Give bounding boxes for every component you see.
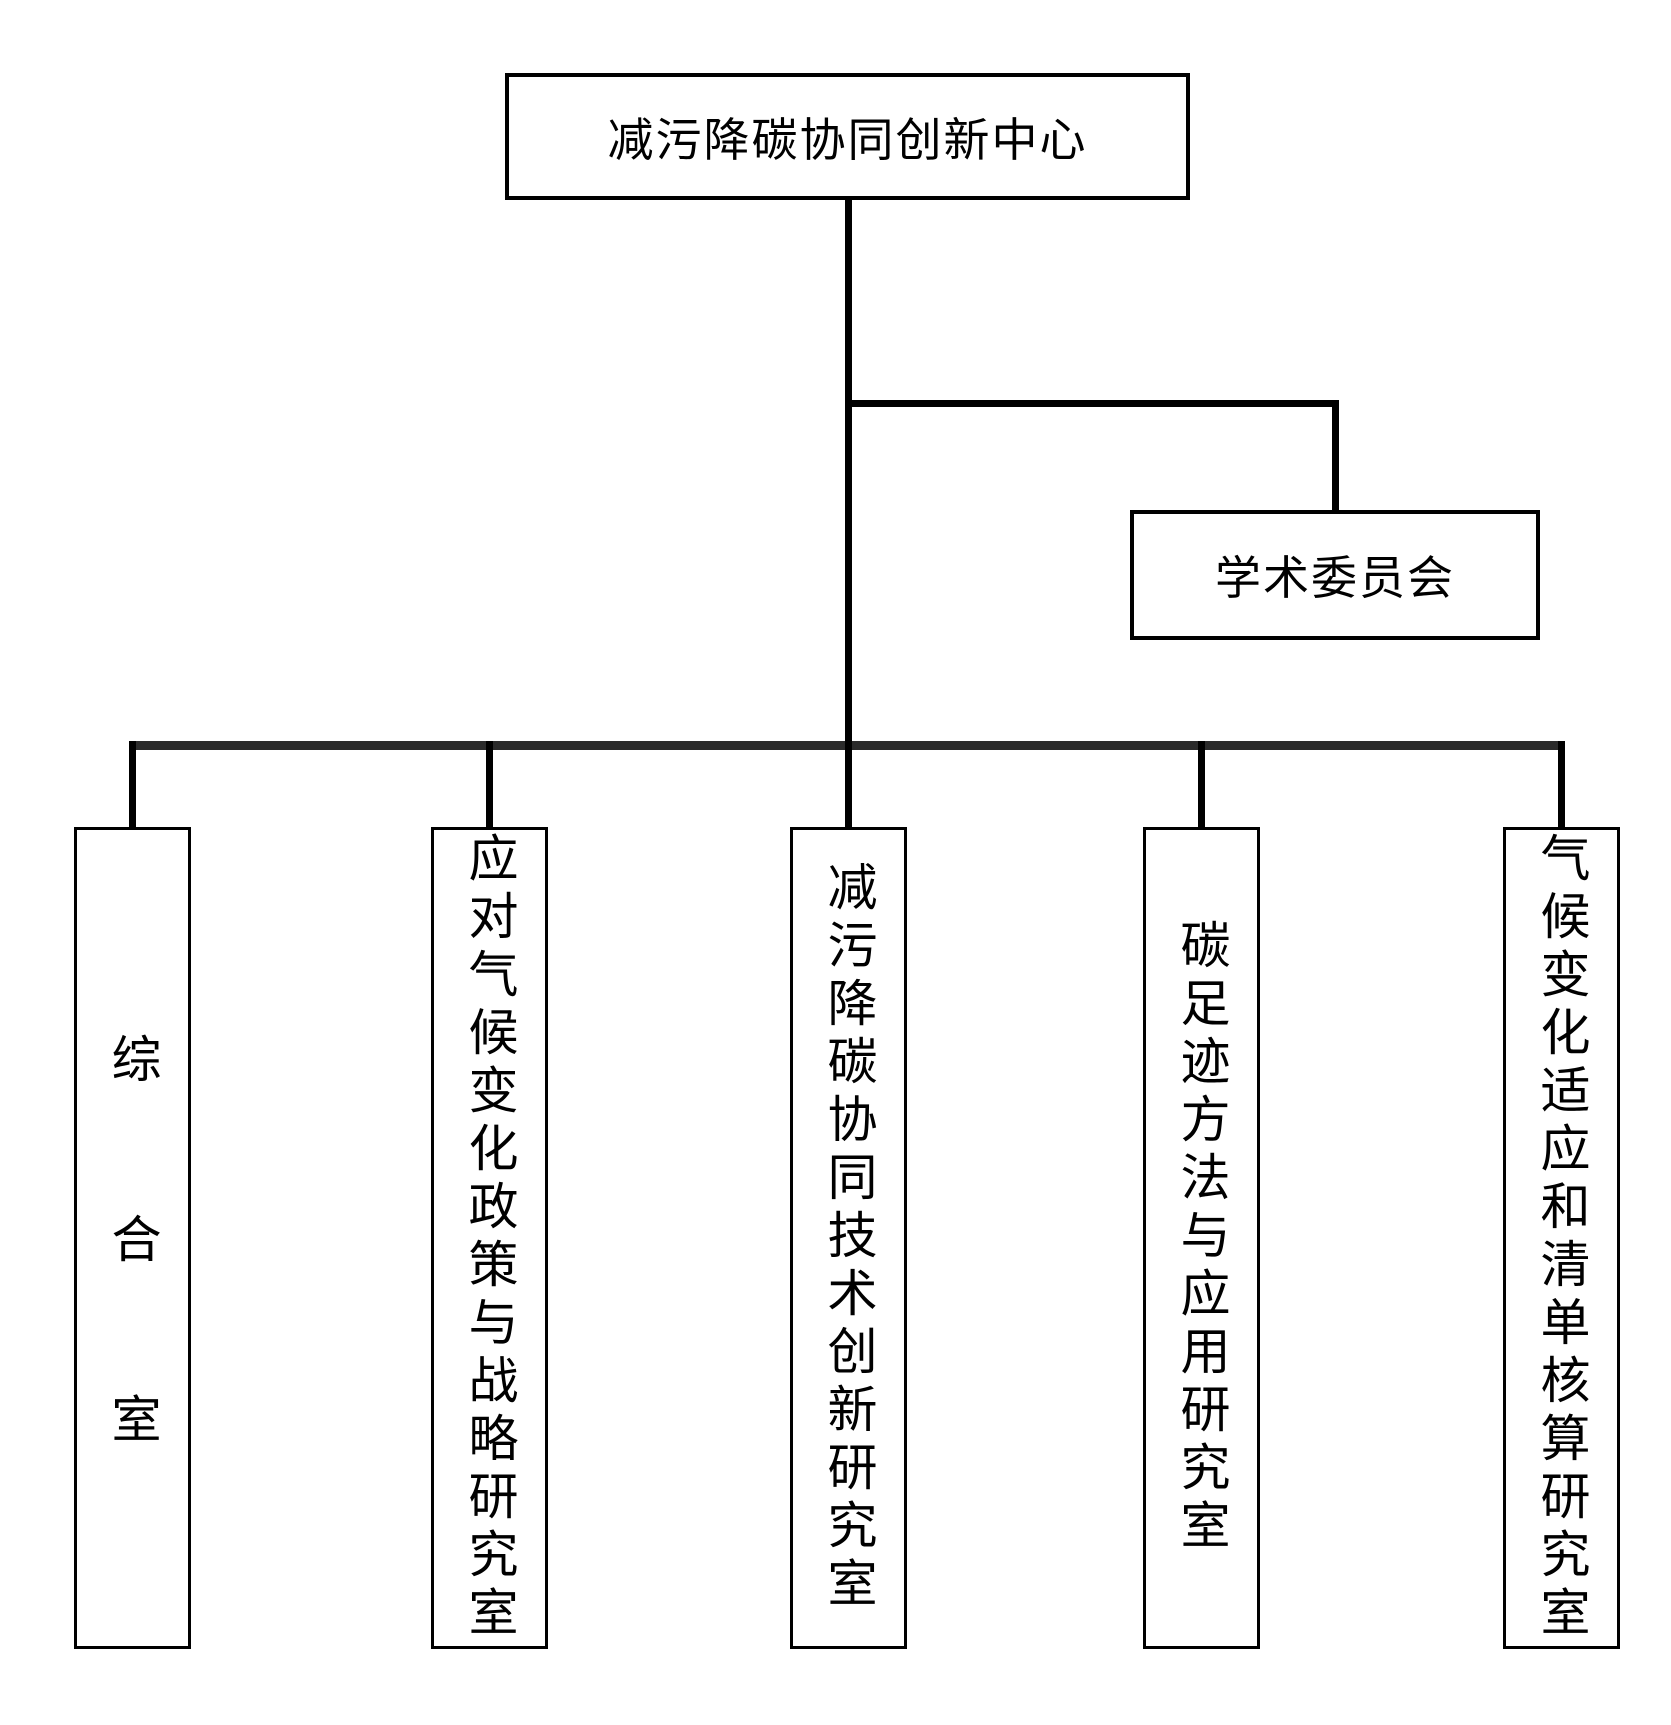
connector-stub-adaptation-inventory (1558, 741, 1565, 830)
connector-stub-synergy-tech (845, 741, 852, 830)
dept-box-climate-policy-strategy: 应对气候变化政策与战略研究室 (431, 827, 548, 1649)
root-label: 减污降碳协同创新中心 (607, 113, 1088, 166)
dept-label-climate-policy-strategy: 应对气候变化政策与战略研究室 (461, 832, 518, 1644)
committee-label: 学术委员会 (1215, 552, 1455, 604)
dept-box-carbon-footprint: 碳足迹方法与应用研究室 (1143, 827, 1260, 1649)
dept-label-synergy-tech-innovation: 减污降碳协同技术创新研究室 (820, 861, 877, 1615)
root-box: 减污降碳协同创新中心 (505, 73, 1190, 200)
connector-committee-branch-vertical (1332, 400, 1339, 512)
connector-stub-general-office (129, 741, 136, 830)
connector-stub-climate-policy (486, 741, 493, 830)
dept-box-synergy-tech-innovation: 减污降碳协同技术创新研究室 (790, 827, 907, 1649)
dept-box-general-office: 综合室 (74, 827, 191, 1649)
dept-box-adaptation-inventory: 气候变化适应和清单核算研究室 (1503, 827, 1620, 1649)
connector-committee-branch-horizontal (845, 400, 1339, 407)
committee-box: 学术委员会 (1130, 510, 1540, 640)
dept-label-adaptation-inventory: 气候变化适应和清单核算研究室 (1533, 832, 1590, 1644)
connector-stub-carbon-footprint (1198, 741, 1205, 830)
connector-root-stem (845, 196, 852, 745)
dept-label-general-office: 综合室 (104, 1033, 161, 1573)
dept-label-carbon-footprint: 碳足迹方法与应用研究室 (1173, 919, 1230, 1557)
